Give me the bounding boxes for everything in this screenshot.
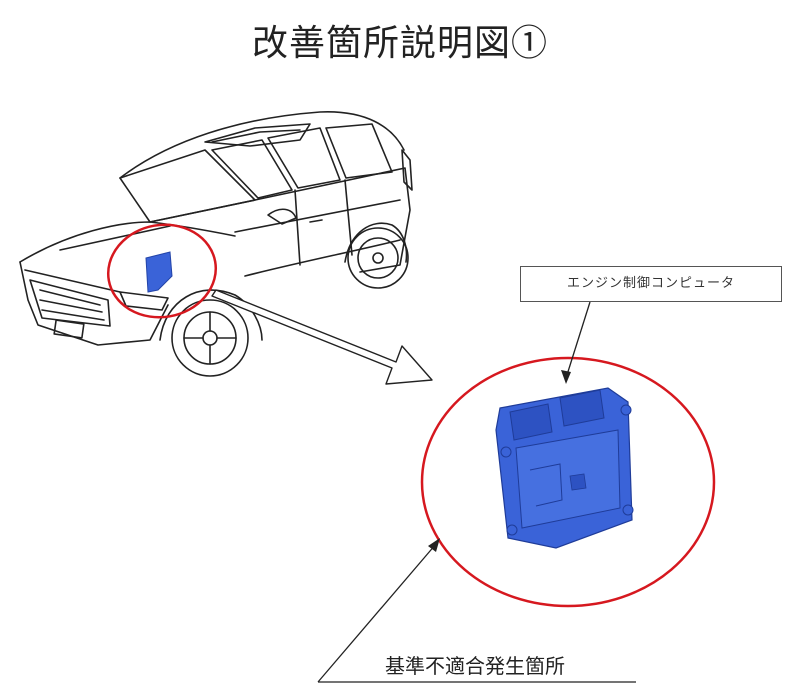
defect-leader-line <box>317 543 437 683</box>
defect-location-label: 基準不適合発生箇所 <box>385 654 565 678</box>
large-highlight-circle <box>420 356 716 608</box>
ecu-leader-line <box>565 301 591 379</box>
ecu-leader-arrowhead <box>561 370 571 384</box>
small-highlight-circle <box>106 223 218 319</box>
suv-illustration <box>19 111 413 377</box>
ecu-component-illustration <box>495 387 634 549</box>
ecu-callout-label: エンジン制御コンピュータ <box>520 266 782 302</box>
hollow-arrow <box>211 289 433 385</box>
ecu-on-car <box>145 251 173 293</box>
defect-leader-arrowhead <box>428 538 440 552</box>
page-title: 改善箇所説明図① <box>251 23 548 64</box>
